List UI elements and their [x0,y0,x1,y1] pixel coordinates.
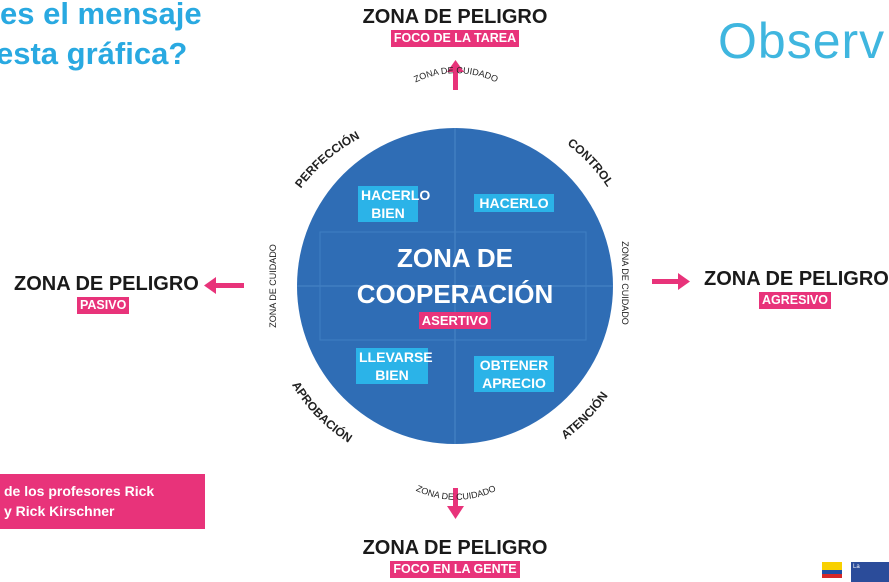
gov-banner: La [851,562,889,582]
zone-top: ZONA DE PELIGRO FOCO DE LA TAREA [339,6,571,47]
zone-top-label: ZONA DE PELIGRO [362,6,548,28]
arrows [204,60,690,519]
zone-left-tag: PASIVO [77,297,130,314]
zone-bottom-label: ZONA DE PELIGRO [362,537,548,559]
center-label: ZONA DE COOPERACIÓN ASERTIVO [330,240,580,330]
center-line-1: ZONA DE [396,243,514,273]
page-title: es el mensaje esta gráfica? [0,0,202,74]
zone-right: ZONA DE PELIGRO AGRESIVO [704,268,889,309]
zone-bottom: ZONA DE PELIGRO FOCO EN LA GENTE [339,537,571,578]
care-zone-right: ZONA DE CUIDADO [620,241,630,325]
quadrant-obtener-aprecio: OBTENER APRECIO [474,356,554,392]
quadrant-hacerlo-bien: HACERLO BIEN [358,186,430,222]
colombia-flag-icon [822,562,842,578]
title-line-1: es el mensaje [0,0,202,31]
credit-line-2: y Rick Kirschner [4,503,115,519]
arrow-left-shaft [214,283,244,288]
zone-right-tag: AGRESIVO [759,292,831,309]
zone-left: ZONA DE PELIGRO PASIVO [14,273,199,314]
observatory-logo: Observ [718,13,886,69]
quadrant-llevarse-bien: LLEVARSE BIEN [356,348,433,384]
arrow-down-shaft [453,488,458,508]
zone-left-label: ZONA DE PELIGRO [14,273,199,295]
center-line-2: COOPERACIÓN [356,279,554,309]
credit-line-1: de los profesores Rick [4,483,155,499]
arrow-right-shaft [652,279,680,284]
care-zone-bottom: ZONA DE CUIDADO [415,483,498,502]
arrow-left-head [204,277,216,294]
zone-top-tag: FOCO DE LA TAREA [390,30,520,47]
arrow-up-head [447,60,464,72]
title-line-2: esta gráfica? [0,36,188,71]
center-tag-asertivo: ASERTIVO [418,312,492,329]
credit-box: de los profesores Rick y Rick Kirschner [0,474,205,529]
arrow-up-shaft [453,70,458,90]
arrow-right-head [678,273,690,290]
quadrant-hacerlo: HACERLO [474,194,554,212]
arrow-down-head [447,506,464,519]
zone-right-label: ZONA DE PELIGRO [704,268,889,290]
center-box [319,231,587,341]
care-zone-left: ZONA DE CUIDADO [268,244,278,328]
zone-bottom-tag: FOCO EN LA GENTE [390,561,520,578]
